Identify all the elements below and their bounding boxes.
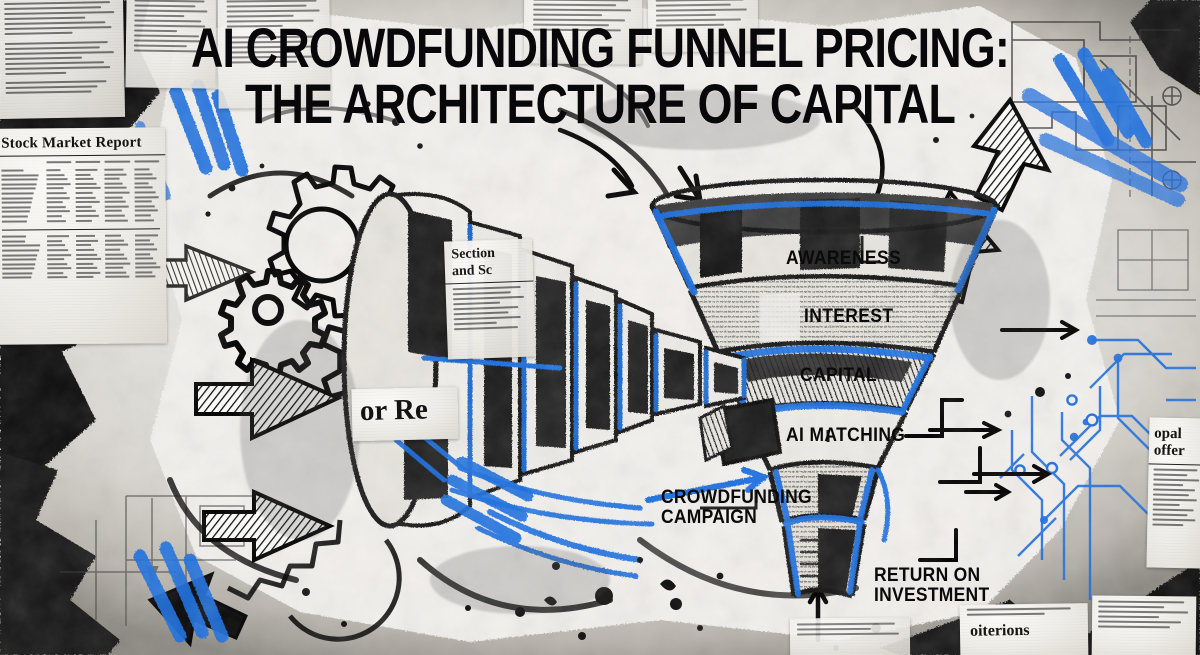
callout-line-1: RETURN ON bbox=[874, 565, 981, 586]
clipping-opal-offer: opal offer bbox=[1146, 417, 1200, 569]
title-line-1: AI CROWDFUNDING FUNNEL PRICING: bbox=[190, 16, 1010, 79]
fragment-opal: opal bbox=[1154, 425, 1182, 443]
fragment-section-1: Section bbox=[451, 245, 496, 263]
title-line-2: THE ARCHITECTURE OF CAPITAL bbox=[244, 71, 956, 135]
clipping-bottom-center bbox=[789, 617, 911, 655]
clipping-stock-market-report: Stock Market Report bbox=[0, 127, 167, 345]
poster-title: AI CROWDFUNDING FUNNEL PRICING: THE ARCH… bbox=[0, 16, 1200, 135]
callout-line-1: CROWDFUNDING bbox=[661, 487, 812, 508]
clipping-or-re: or Re bbox=[351, 386, 459, 442]
callout-line-2: CAMPAIGN bbox=[661, 507, 758, 529]
funnel-label-interest: INTEREST bbox=[804, 306, 894, 327]
fragment-offer: offer bbox=[1148, 442, 1200, 466]
clipping-oiterions: oiterions bbox=[959, 603, 1089, 655]
funnel-label-awareness: AWARENESS bbox=[786, 248, 902, 269]
callout-line-2: INVESTMENT bbox=[874, 585, 990, 607]
stock-report-headline: Stock Market Report bbox=[0, 127, 166, 157]
funnel-label-capital: CAPITAL bbox=[800, 365, 878, 386]
funnel-label-ai-matching: AI MATCHING bbox=[786, 425, 906, 446]
fragment-or-re: or Re bbox=[359, 393, 429, 428]
clipping-section: Section and Sc bbox=[443, 238, 537, 360]
callout-return-on-investment: RETURN ON INVESTMENT bbox=[874, 565, 990, 607]
callout-crowdfunding-campaign: CROWDFUNDING CAMPAIGN bbox=[661, 487, 812, 529]
fragment-oiterions: oiterions bbox=[969, 621, 1030, 640]
clipping-bottom-right-col bbox=[1091, 595, 1197, 655]
